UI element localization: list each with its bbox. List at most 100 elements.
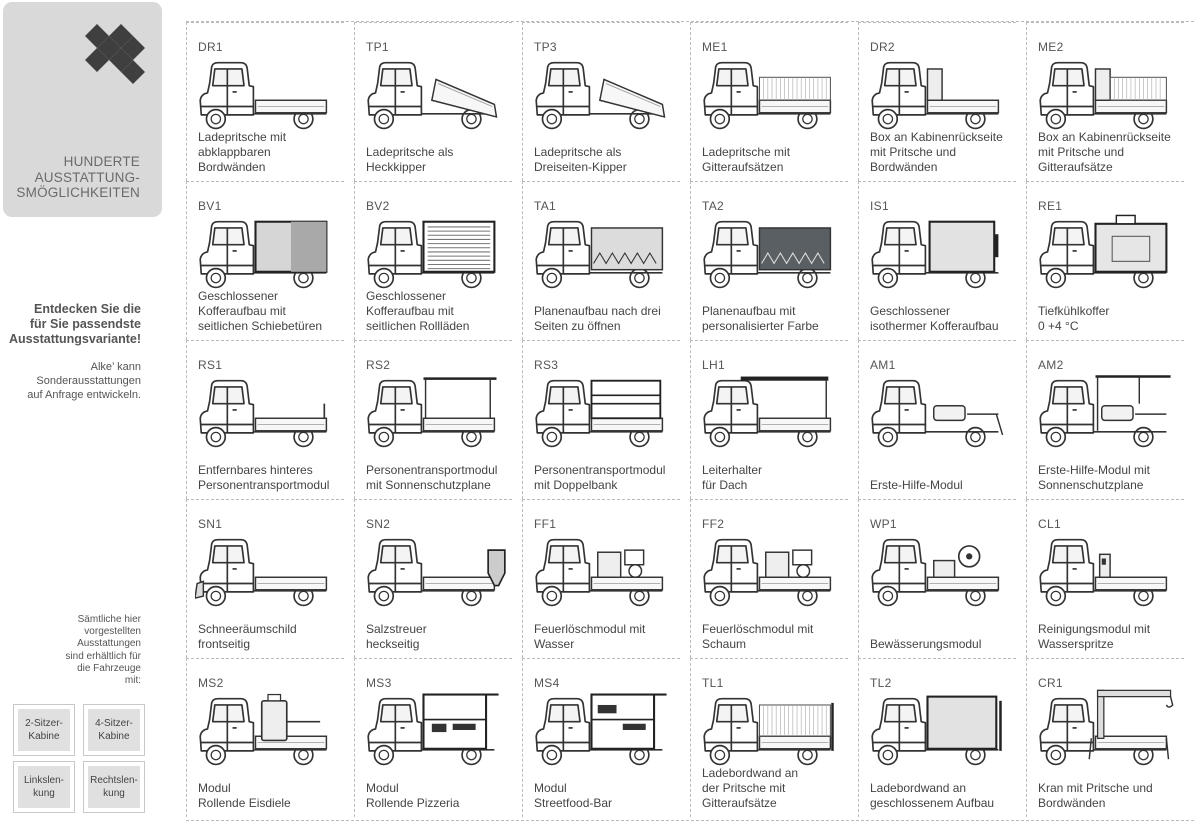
equipment-card-me1[interactable]: ME1 Ladepritsche mit Gitteraufsätzen (690, 22, 848, 181)
equipment-code: WP1 (870, 517, 897, 531)
equipment-card-cr1[interactable]: CR1 Kran mit Pritsche und Bordwänden (1026, 658, 1184, 817)
equipment-label: Entfernbares hinteres Personentransportm… (198, 463, 330, 492)
equipment-card-ta2[interactable]: TA2 Planenaufbau mit personalisierter Fa… (690, 181, 848, 340)
equipment-label: Leiterhalter für Dach (702, 463, 763, 492)
equipment-code: TP3 (534, 40, 557, 54)
equipment-code: SN2 (366, 517, 391, 531)
intro-heading: Entdecken Sie die für Sie passendste Aus… (9, 302, 141, 346)
sidebar: HUNDERTE AUSSTATTUNG- SMÖGLICHKEITEN Ent… (0, 0, 170, 826)
equipment-card-is1[interactable]: IS1 Geschlossener isothermer Kofferaufba… (858, 181, 1016, 340)
ice-cream-icon (199, 693, 328, 766)
filter-4-seat-cab[interactable]: 4-Sitzer- Kabine (83, 704, 145, 756)
equipment-card-tp3[interactable]: TP3 Ladepritsche als Dreiseiten-Kipper (522, 22, 680, 181)
filter-right-hand-drive[interactable]: Rechtslen- kung (83, 761, 145, 813)
equipment-code: AM1 (870, 358, 896, 372)
equipment-label: Salzstreuer heckseitig (366, 622, 427, 651)
equipment-label: Schneeräumschild frontseitig (198, 622, 297, 651)
ladder-rack-icon (703, 376, 832, 448)
equipment-card-wp1[interactable]: WP1 Bewässerungsmodul (858, 499, 1016, 658)
snow-plow-icon (195, 538, 328, 607)
equipment-label: Personentransportmodul mit Sonnenschutzp… (366, 463, 498, 492)
cleaning-icon (1039, 538, 1168, 607)
equipment-card-rs2[interactable]: RS2 Personentransportmodul mit Sonnensch… (354, 340, 512, 499)
equipment-card-tl2[interactable]: TL2 Ladebordwand an geschlossenem Aufbau (858, 658, 1016, 817)
equipment-card-tl1[interactable]: TL1 Ladebordwand an der Pritsche mit Git… (690, 658, 848, 817)
filter-left-hand-drive[interactable]: Linkslen- kung (13, 761, 75, 813)
equipment-label: Reinigungsmodul mit Wasserspritze (1038, 622, 1151, 651)
equipment-code: CR1 (1038, 676, 1063, 690)
equipment-card-bv2[interactable]: BV2 Geschlossener Kofferaufbau mit seitl… (354, 181, 512, 340)
equipment-card-ms2[interactable]: MS2 Modul Rollende Eisdiele (186, 658, 344, 817)
intro-text: Alke’ kann Sonderausstattungen auf Anfra… (27, 361, 141, 401)
grid-divider (186, 21, 1194, 22)
equipment-label: Erste-Hilfe-Modul mit Sonnenschutzplane (1038, 463, 1151, 492)
irrigation-icon (871, 538, 1000, 607)
equipment-code: AM2 (1038, 358, 1064, 372)
equipment-label: Box an Kabinenrückseite mit Pritsche und… (870, 130, 1003, 174)
passenger-sunshade-icon (367, 377, 497, 448)
equipment-code: TA1 (534, 199, 557, 213)
equipment-card-me2[interactable]: ME2 Box an Kabinenrückseite mit Pritsche… (1026, 22, 1184, 181)
pizzeria-icon (367, 693, 499, 766)
equipment-card-ta1[interactable]: TA1 Planenaufbau nach drei Seiten zu öff… (522, 181, 680, 340)
equipment-card-ms4[interactable]: MS4 Modul Streetfood-Bar (522, 658, 680, 817)
equipment-label: Kran mit Pritsche und Bordwänden (1038, 781, 1153, 810)
equipment-card-rs1[interactable]: RS1 Entfernbares hinteres Personentransp… (186, 340, 344, 499)
equipment-card-bv1[interactable]: BV1 Geschlossener Kofferaufbau mit seitl… (186, 181, 344, 340)
equipment-label: Ladebordwand an der Pritsche mit Gittera… (702, 766, 799, 810)
tarpaulin-colored-icon (703, 220, 832, 289)
equipment-code: ME1 (702, 40, 728, 54)
equipment-card-rs3[interactable]: RS3 Personentransportmodul mit Doppelban… (522, 340, 680, 499)
equipment-code: DR1 (198, 40, 223, 54)
equipment-code: RE1 (1038, 199, 1063, 213)
equipment-label: Geschlossener Kofferaufbau mit seitliche… (198, 289, 323, 333)
equipment-label: Personentransportmodul mit Doppelbank (534, 463, 666, 492)
equipment-card-tp1[interactable]: TP1 Ladepritsche als Heckkipper (354, 22, 512, 181)
equipment-code: DR2 (870, 40, 895, 54)
first-aid-icon (871, 379, 1004, 448)
brand-panel: HUNDERTE AUSSTATTUNG- SMÖGLICHKEITEN (3, 2, 162, 217)
equipment-card-sn2[interactable]: SN2 Salzstreuer heckseitig (354, 499, 512, 658)
equipment-label: Tiefkühlkoffer 0 +4 °C (1038, 304, 1110, 333)
equipment-code: BV2 (366, 199, 390, 213)
equipment-card-am1[interactable]: AM1 Erste-Hilfe-Modul (858, 340, 1016, 499)
equipment-code: MS2 (198, 676, 224, 690)
equipment-code: FF1 (534, 517, 557, 531)
equipment-card-ff2[interactable]: FF2 Feuerlöschmodul mit Schaum (690, 499, 848, 658)
equipment-label: Feuerlöschmodul mit Wasser (534, 622, 646, 651)
equipment-card-ms3[interactable]: MS3 Modul Rollende Pizzeria (354, 658, 512, 817)
equipment-label: Ladebordwand an geschlossenem Aufbau (870, 781, 995, 810)
fire-water-icon (535, 538, 664, 607)
equipment-card-re1[interactable]: RE1 Tiefkühlkoffer 0 +4 °C (1026, 181, 1184, 340)
tail-lift-box-icon (871, 695, 1002, 766)
equipment-code: TP1 (366, 40, 389, 54)
equipment-label: Modul Rollende Eisdiele (198, 781, 291, 810)
equipment-label: Ladepritsche als Heckkipper (366, 145, 454, 174)
equipment-card-sn1[interactable]: SN1 Schneeräumschild frontseitig (186, 499, 344, 658)
equipment-card-lh1[interactable]: LH1 Leiterhalter für Dach (690, 340, 848, 499)
equipment-label: Geschlossener isothermer Kofferaufbau (870, 304, 999, 333)
salt-spreader-icon (367, 538, 506, 607)
equipment-card-am2[interactable]: AM2 Erste-Hilfe-Modul mit Sonnenschutzpl… (1026, 340, 1184, 499)
equipment-code: FF2 (702, 517, 725, 531)
equipment-code: IS1 (870, 199, 889, 213)
equipment-code: BV1 (198, 199, 222, 213)
equipment-card-dr1[interactable]: DR1 Ladepritsche mit abklappbaren Bordwä… (186, 22, 344, 181)
filter-2-seat-cab[interactable]: 2-Sitzer- Kabine (13, 704, 75, 756)
equipment-code: MS4 (534, 676, 560, 690)
equipment-card-ff1[interactable]: FF1 Feuerlöschmodul mit Wasser (522, 499, 680, 658)
equipment-code: RS3 (534, 358, 559, 372)
equipment-code: SN1 (198, 517, 223, 531)
equipment-card-cl1[interactable]: CL1 Reinigungsmodul mit Wasserspritze (1026, 499, 1184, 658)
equipment-code: MS3 (366, 676, 392, 690)
equipment-code: TL1 (702, 676, 724, 690)
equipment-card-dr2[interactable]: DR2 Box an Kabinenrückseite mit Pritsche… (858, 22, 1016, 181)
equipment-code: ME2 (1038, 40, 1064, 54)
double-bench-icon (535, 379, 664, 448)
passenger-module-icon (199, 379, 328, 448)
equipment-code: RS1 (198, 358, 223, 372)
equipment-code: LH1 (702, 358, 725, 372)
brand-title: HUNDERTE AUSSTATTUNG- SMÖGLICHKEITEN (16, 154, 140, 200)
equipment-label: Bewässerungsmodul (870, 637, 982, 651)
equipment-label: Feuerlöschmodul mit Schaum (702, 622, 814, 651)
